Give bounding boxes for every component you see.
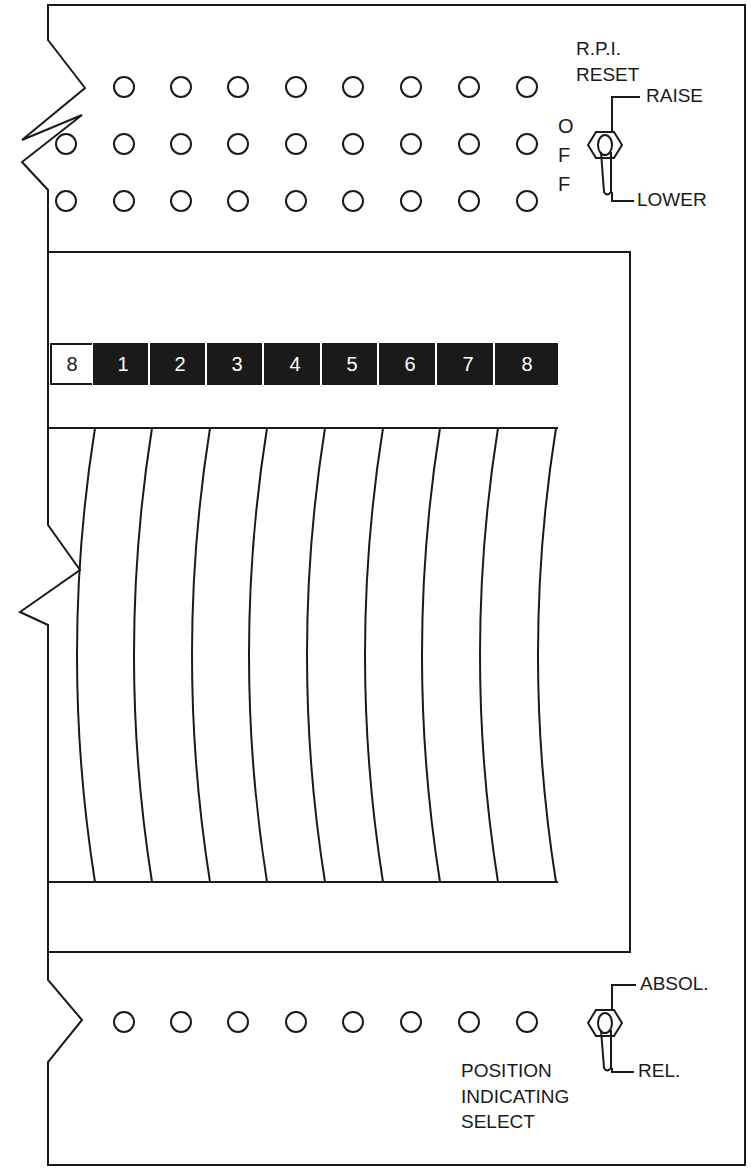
position-number: 1 — [117, 353, 128, 376]
position-label: OFF — [558, 112, 578, 199]
position-cell: 3 — [212, 343, 264, 385]
indicator-lamp — [343, 134, 363, 154]
switch-label: POSITION INDICATING SELECT — [461, 1058, 601, 1135]
position-number: 6 — [404, 353, 415, 376]
indicator-lamp — [343, 191, 363, 211]
position-number: 8 — [521, 353, 532, 376]
indicator-lamp — [517, 1012, 537, 1032]
indicator-lamp — [517, 191, 537, 211]
indicator-lamp — [114, 1012, 134, 1032]
switch-label: R.P.I. RESET — [576, 36, 656, 87]
panel-outline — [20, 5, 745, 1165]
scale-arc — [307, 428, 325, 882]
scale-arc — [538, 428, 556, 882]
indicator-lamp — [56, 191, 76, 211]
indicator-lamp — [517, 77, 537, 97]
position-cell: 4 — [270, 343, 322, 385]
indicator-lamp — [286, 1012, 306, 1032]
position-label: RAISE — [646, 83, 746, 109]
position-cell: 1 — [98, 343, 150, 385]
indicator-lamp — [56, 134, 76, 154]
indicator-lamp — [114, 191, 134, 211]
indicator-lamp — [171, 77, 191, 97]
scale-arc — [192, 428, 210, 882]
indicator-lamp — [171, 1012, 191, 1032]
indicator-lamp — [228, 134, 248, 154]
scale-arc — [77, 428, 95, 882]
indicator-lamp — [459, 134, 479, 154]
indicator-lamp — [114, 77, 134, 97]
scale-frame — [48, 428, 558, 882]
indicator-lamp — [517, 134, 537, 154]
position-number: 4 — [289, 353, 300, 376]
position-cell: 7 — [443, 343, 495, 385]
indicator-lamp — [171, 191, 191, 211]
indicator-lamp — [286, 191, 306, 211]
position-label: REL. — [638, 1058, 738, 1084]
position-cell: 5 — [327, 343, 379, 385]
scale-arc — [480, 428, 498, 882]
position-cell: 8 — [501, 343, 553, 385]
indicator-lamp — [343, 77, 363, 97]
position-cell: 2 — [155, 343, 207, 385]
position-cell: 8 — [50, 343, 92, 385]
position-number: 2 — [174, 353, 185, 376]
indicator-lamp — [228, 77, 248, 97]
strip-band — [93, 343, 558, 385]
position-number: 7 — [462, 353, 473, 376]
scale-arc — [422, 428, 440, 882]
indicator-lamp — [401, 77, 421, 97]
indicator-lamp — [114, 134, 134, 154]
indicator-lamp — [459, 77, 479, 97]
scale-arc — [365, 428, 383, 882]
indicator-lamp — [401, 191, 421, 211]
toggle-switch — [588, 985, 636, 1072]
position-cell: 6 — [385, 343, 437, 385]
indicator-lamp — [401, 134, 421, 154]
display-window — [48, 252, 630, 952]
toggle-switch — [588, 97, 640, 201]
indicator-lamp — [228, 1012, 248, 1032]
indicator-lamp — [171, 134, 191, 154]
position-label: LOWER — [637, 187, 747, 213]
indicator-lamp — [459, 1012, 479, 1032]
position-label: ABSOL. — [640, 971, 740, 997]
scale-arc — [249, 428, 267, 882]
scale-arc — [134, 428, 152, 882]
indicator-lamp — [459, 191, 479, 211]
position-number: 8 — [66, 353, 77, 376]
indicator-lamp — [286, 134, 306, 154]
indicator-lamp — [401, 1012, 421, 1032]
indicator-lamp — [228, 191, 248, 211]
indicator-lamp — [343, 1012, 363, 1032]
position-number: 5 — [346, 353, 357, 376]
indicator-lamp — [286, 77, 306, 97]
position-number: 3 — [231, 353, 242, 376]
